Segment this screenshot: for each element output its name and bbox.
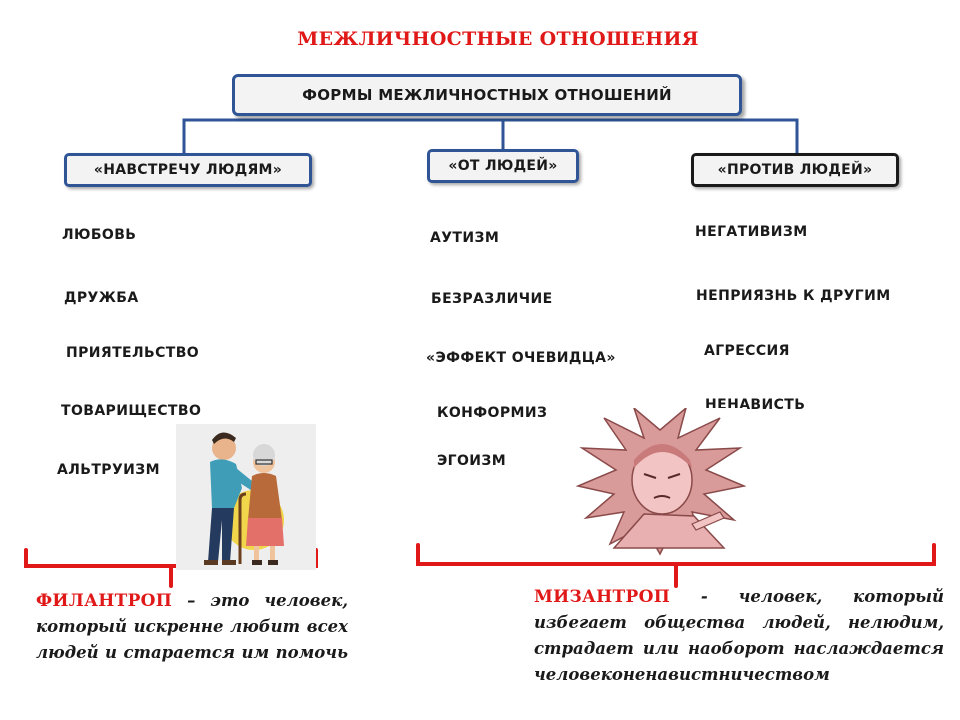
list-item: ДРУЖБА [64, 290, 139, 306]
list-item: БЕЗРАЗЛИЧИЕ [431, 291, 553, 307]
list-item: КОНФОРМИЗ [437, 405, 548, 421]
list-item: «ЭФФЕКТ ОЧЕВИДЦА» [426, 350, 616, 366]
list-item: АГРЕССИЯ [704, 343, 790, 359]
misanthrope-definition: МИЗАНТРОП - человек, который избегает об… [534, 584, 944, 714]
column-box-towards: «НАВСТРЕЧУ ЛЮДЯМ» [64, 153, 312, 187]
column-label-away: «ОТ ЛЮДЕЙ» [448, 158, 558, 174]
root-box: ФОРМЫ МЕЖЛИЧНОСТНЫХ ОТНОШЕНИЙ [232, 74, 742, 116]
philanthrope-text: – это человек, который искренне любит вс… [36, 591, 348, 662]
column-box-against: «ПРОТИВ ЛЮДЕЙ» [691, 153, 899, 187]
column-box-away: «ОТ ЛЮДЕЙ» [427, 149, 579, 183]
list-item: АЛЬТРУИЗМ [57, 462, 160, 478]
column-label-towards: «НАВСТРЕЧУ ЛЮДЯМ» [93, 162, 283, 178]
list-item: ЭГОИЗМ [437, 453, 507, 469]
angry-girl-illustration [574, 408, 746, 558]
root-label: ФОРМЫ МЕЖЛИЧНОСТНЫХ ОТНОШЕНИЙ [302, 86, 672, 104]
list-item: НЕГАТИВИЗМ [695, 224, 808, 240]
list-item: НЕПРИЯЗНЬ К ДРУГИМ [696, 288, 891, 304]
misanthrope-text: - человек, который избегает общества люд… [534, 587, 944, 684]
list-item: ПРИЯТЕЛЬСТВО [66, 345, 200, 361]
philanthrope-definition: ФИЛАНТРОП – это человек, который искренн… [36, 588, 348, 692]
list-item: ЛЮБОВЬ [62, 227, 137, 243]
list-item: ТОВАРИЩЕСТВО [61, 403, 202, 419]
misanthrope-term: МИЗАНТРОП [534, 587, 671, 607]
list-item: АУТИЗМ [430, 230, 500, 246]
helping-elderly-illustration [176, 424, 316, 570]
page-title: МЕЖЛИЧНОСТНЫЕ ОТНОШЕНИЯ [297, 28, 699, 50]
philanthrope-term: ФИЛАНТРОП [36, 591, 173, 611]
column-label-against: «ПРОТИВ ЛЮДЕЙ» [717, 162, 873, 178]
